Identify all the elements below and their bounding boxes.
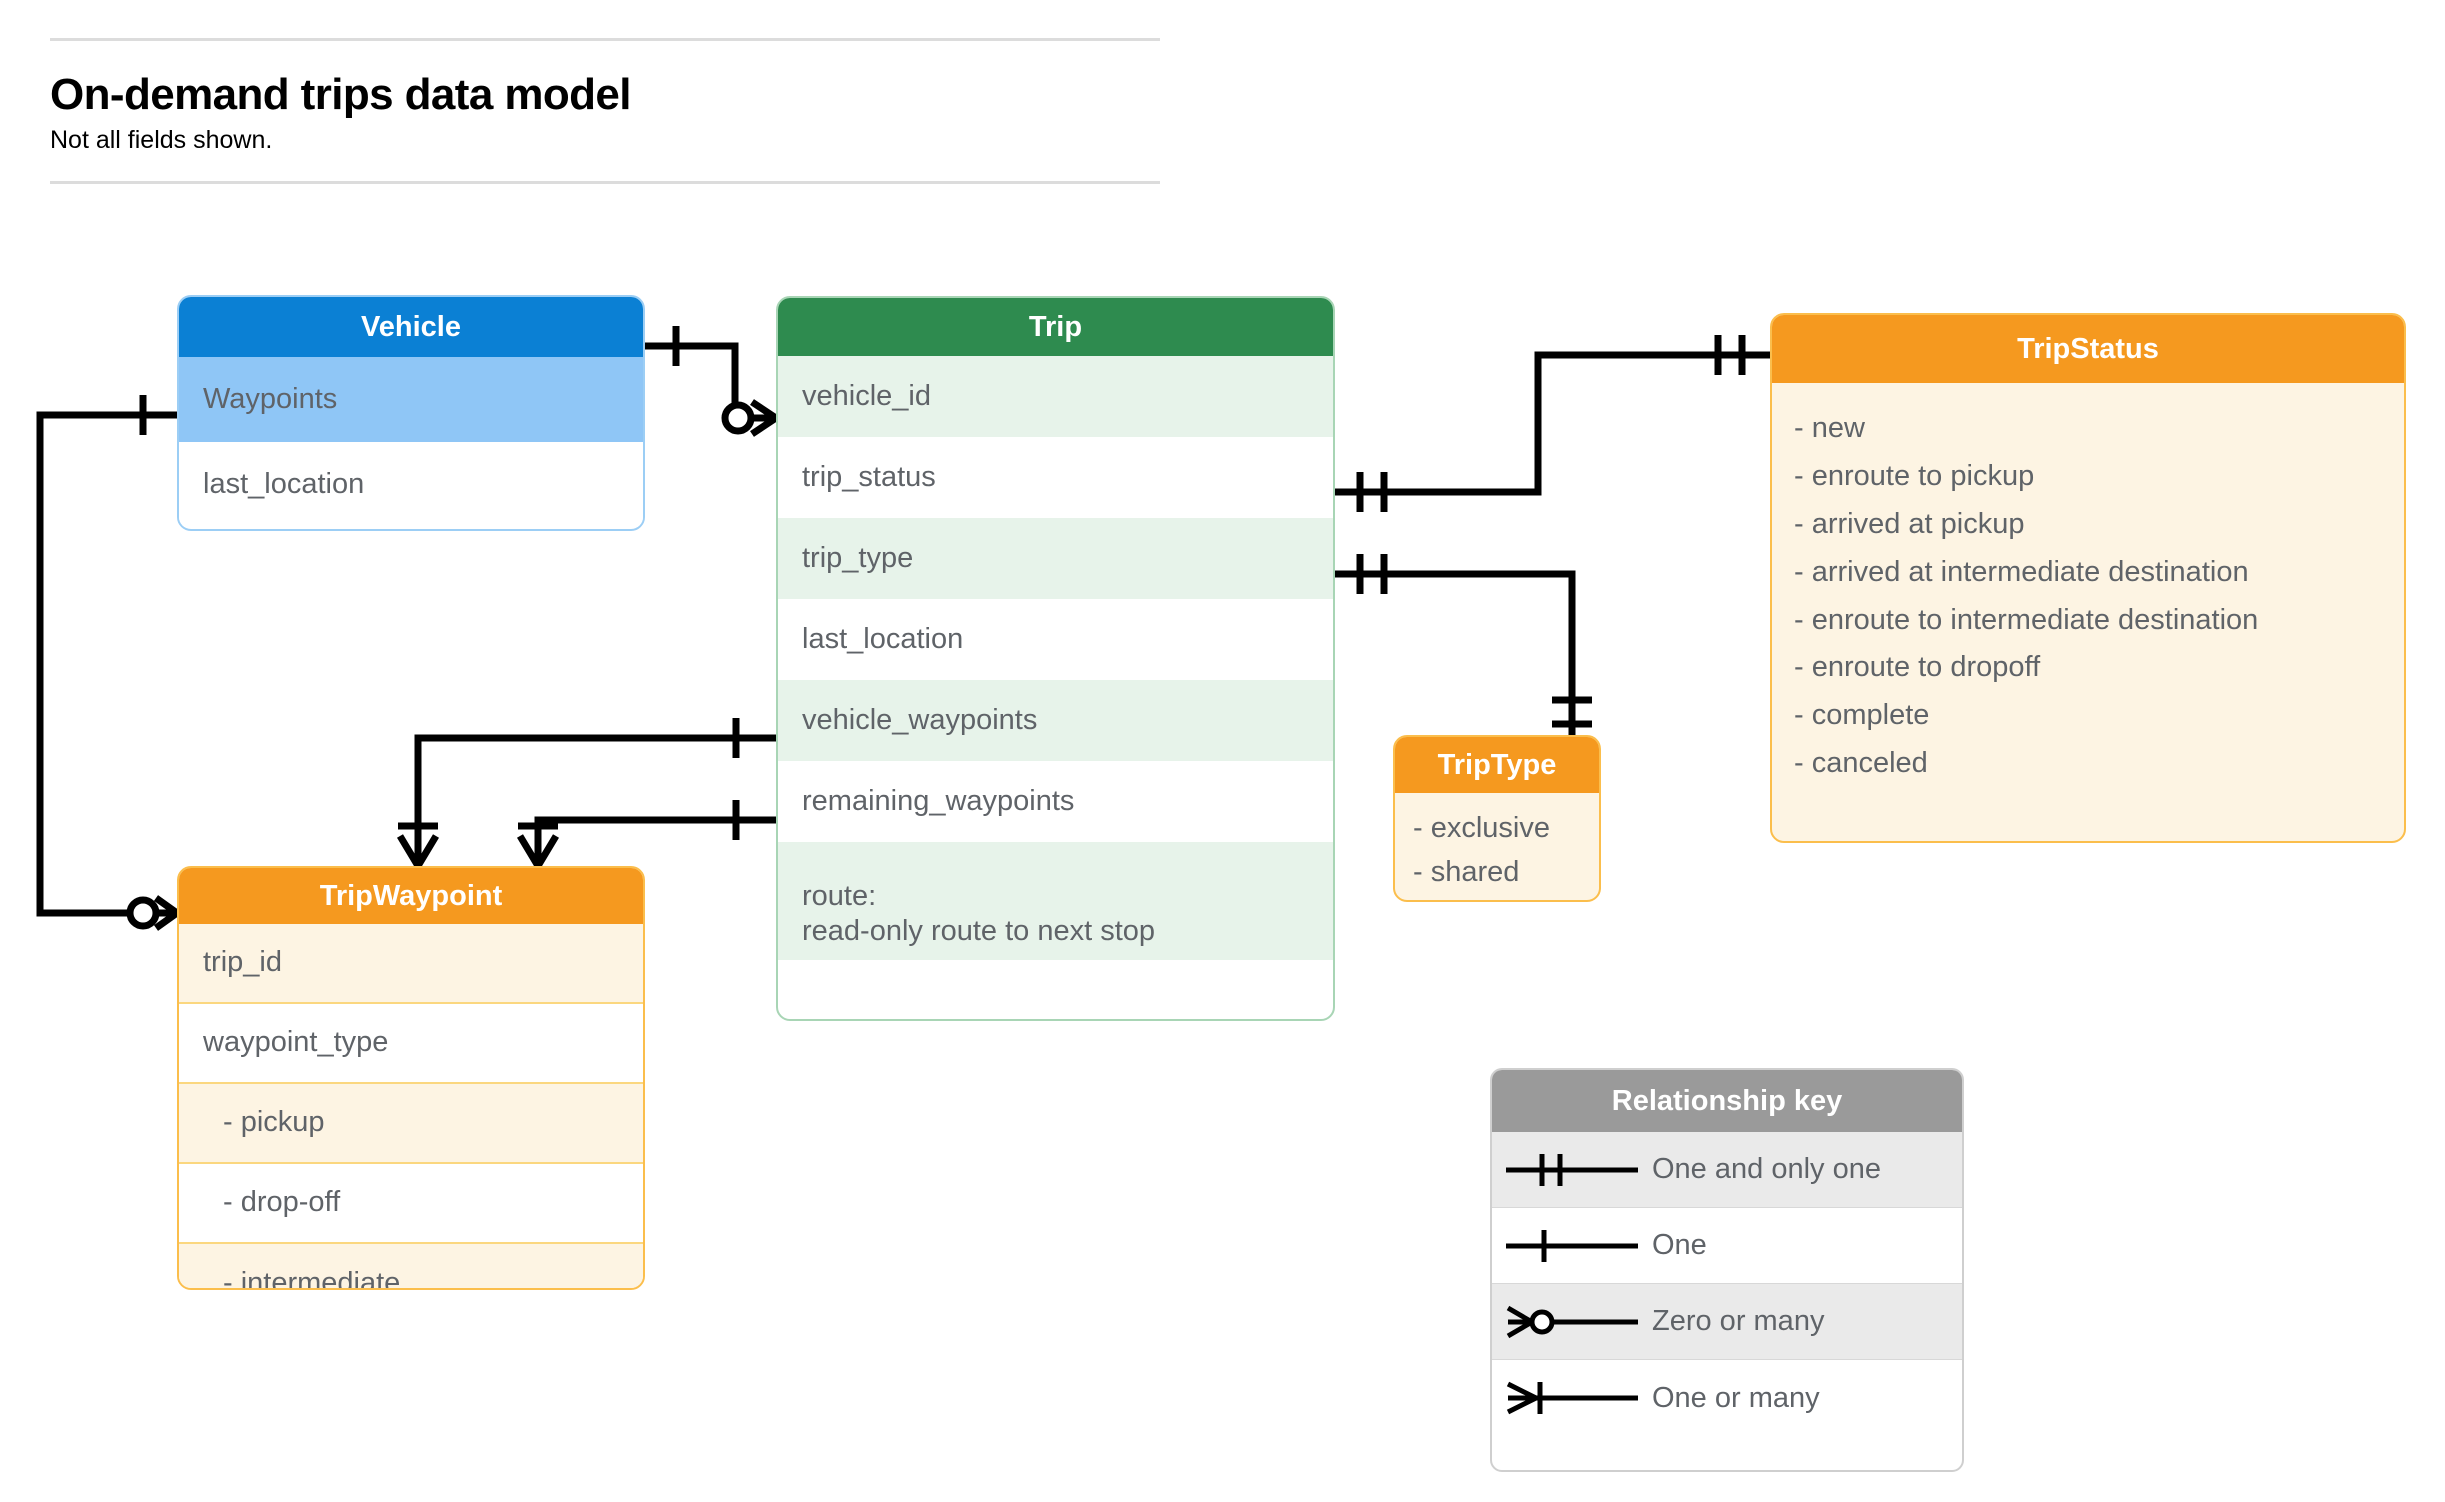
legend-row-zero-or-many: Zero or many — [1492, 1284, 1962, 1360]
field-trip-status[interactable]: trip_status — [778, 437, 1333, 518]
connector-trip-vehiclewaypoints — [414, 734, 776, 848]
entity-vehicle[interactable]: Vehicle Waypoints last_location — [177, 295, 645, 531]
field-waypoints[interactable]: Waypoints — [179, 357, 643, 442]
value-intermediate: - intermediate — [179, 1244, 643, 1288]
entity-tripwaypoint-fields: trip_id waypoint_type - pickup - drop-of… — [179, 924, 643, 1288]
connector-trip-triptype — [1335, 570, 1576, 735]
entity-triptype-values: - exclusive - shared — [1395, 793, 1599, 895]
value-pickup: - pickup — [179, 1084, 643, 1164]
header-top-rule — [50, 38, 1160, 41]
zero-or-many-icon — [1492, 1300, 1652, 1344]
entity-vehicle-title: Vehicle — [179, 297, 643, 357]
entity-triptype[interactable]: TripType - exclusive - shared — [1393, 735, 1601, 902]
legend-label: One — [1652, 1229, 1707, 1261]
page-title: On-demand trips data model — [50, 70, 632, 119]
field-route-line1: route: — [802, 879, 877, 912]
entity-triptype-title: TripType — [1395, 737, 1599, 793]
value-drop-off: - drop-off — [179, 1164, 643, 1244]
relationship-key-legend: Relationship key One and only one One — [1490, 1068, 1964, 1472]
entity-tripstatus-title: TripStatus — [1772, 315, 2404, 383]
tripstatus-value: - arrived at pickup — [1794, 507, 2025, 540]
tripstatus-value: - enroute to dropoff — [1794, 651, 2041, 684]
legend-label: One and only one — [1652, 1153, 1881, 1185]
entity-trip-title: Trip — [778, 298, 1333, 356]
field-trip-id[interactable]: trip_id — [179, 924, 643, 1004]
field-route[interactable]: route: read-only route to next stop — [778, 842, 1333, 960]
field-trip-type[interactable]: trip_type — [778, 518, 1333, 599]
connector-trip-tripstatus — [1335, 351, 1770, 496]
entity-trip-fields: vehicle_id trip_status trip_type last_lo… — [778, 356, 1333, 960]
field-last-location[interactable]: last_location — [179, 442, 643, 527]
page-subtitle: Not all fields shown. — [50, 125, 273, 154]
entity-tripstatus[interactable]: TripStatus - new - enroute to pickup - a… — [1770, 313, 2406, 843]
one-icon — [1492, 1224, 1652, 1268]
connector-trip-remainingwaypoints — [534, 816, 776, 848]
field-route-line2: read-only route to next stop — [802, 915, 1156, 947]
relationship-key-title: Relationship key — [1492, 1070, 1962, 1132]
field-vehicle-id[interactable]: vehicle_id — [778, 356, 1333, 437]
document-header: On-demand trips data model Not all field… — [50, 38, 1160, 184]
one-and-only-one-icon — [1492, 1148, 1652, 1192]
field-waypoint-type[interactable]: waypoint_type — [179, 1004, 643, 1084]
legend-row-one-or-many: One or many — [1492, 1360, 1962, 1436]
triptype-value: - shared — [1413, 855, 1520, 888]
one-or-many-icon — [1492, 1376, 1652, 1420]
field-vehicle-waypoints[interactable]: vehicle_waypoints — [778, 680, 1333, 761]
connector-vehicle-tripwaypoint — [36, 411, 177, 917]
entity-tripwaypoint-title: TripWaypoint — [179, 868, 643, 924]
legend-label: Zero or many — [1652, 1305, 1825, 1337]
legend-row-one: One — [1492, 1208, 1962, 1284]
tripstatus-value: - arrived at intermediate destination — [1794, 555, 2249, 588]
entity-tripstatus-values: - new - enroute to pickup - arrived at p… — [1772, 383, 2404, 788]
legend-label: One or many — [1652, 1381, 1820, 1414]
tripstatus-value: - enroute to intermediate destination — [1794, 603, 2259, 636]
tripstatus-value: - canceled — [1794, 747, 1928, 780]
field-last-location[interactable]: last_location — [778, 599, 1333, 680]
entity-vehicle-fields: Waypoints last_location — [179, 357, 643, 527]
field-remaining-waypoints[interactable]: remaining_waypoints — [778, 761, 1333, 842]
entity-tripwaypoint[interactable]: TripWaypoint trip_id waypoint_type - pic… — [177, 866, 645, 1290]
entity-trip[interactable]: Trip vehicle_id trip_status trip_type la… — [776, 296, 1335, 1021]
tripstatus-value: - enroute to pickup — [1794, 459, 2035, 492]
tripstatus-value: - complete — [1794, 699, 1930, 732]
tripstatus-value: - new — [1794, 412, 1865, 444]
connector-vehicle-trip — [645, 342, 758, 422]
header-bottom-rule — [50, 180, 1160, 184]
legend-row-one-and-only-one: One and only one — [1492, 1132, 1962, 1208]
triptype-value: - exclusive — [1413, 812, 1550, 844]
